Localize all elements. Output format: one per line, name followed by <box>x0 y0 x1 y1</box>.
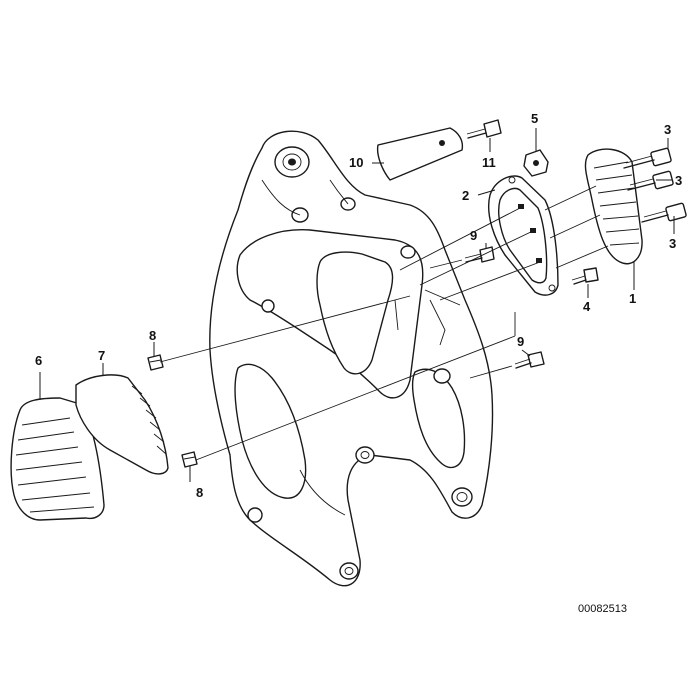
reference-number: 00082513 <box>578 603 627 615</box>
part-5-clip-nut <box>523 149 549 177</box>
callout-3-middle: 3 <box>675 173 682 188</box>
part-4-bolt <box>571 267 599 285</box>
part-6-left-grille <box>10 397 105 521</box>
part-8-clip-upper <box>147 354 164 371</box>
part-9-bolt-lower <box>514 351 545 369</box>
part-10-trim-panel <box>376 127 464 181</box>
callout-8-lower: 8 <box>196 485 203 500</box>
main-frame <box>209 130 494 587</box>
part-8-clip-lower <box>181 451 198 468</box>
callout-3-top: 3 <box>664 122 671 137</box>
callout-8-upper: 8 <box>149 328 156 343</box>
callout-3-bottom: 3 <box>669 236 676 251</box>
callout-10: 10 <box>349 155 363 170</box>
part-7-inner-duct <box>75 374 169 475</box>
callout-6: 6 <box>35 353 42 368</box>
callout-5: 5 <box>531 111 538 126</box>
leader-lines <box>39 128 675 482</box>
callout-11: 11 <box>482 155 496 170</box>
part-1-grille-cover <box>584 148 643 265</box>
callout-4: 4 <box>583 299 591 314</box>
callout-9-upper: 9 <box>470 228 477 243</box>
part-9-bolt-upper <box>464 246 495 263</box>
callout-1: 1 <box>629 291 636 306</box>
callout-2: 2 <box>462 188 469 203</box>
part-11-bolt <box>466 119 502 139</box>
callout-labels: 1 2 3 3 3 4 5 6 7 8 8 9 9 10 11 <box>35 111 682 500</box>
callout-9-lower: 9 <box>517 334 524 349</box>
part-3-screws <box>623 147 687 223</box>
assembly-lines <box>159 185 609 461</box>
callout-7: 7 <box>98 348 105 363</box>
